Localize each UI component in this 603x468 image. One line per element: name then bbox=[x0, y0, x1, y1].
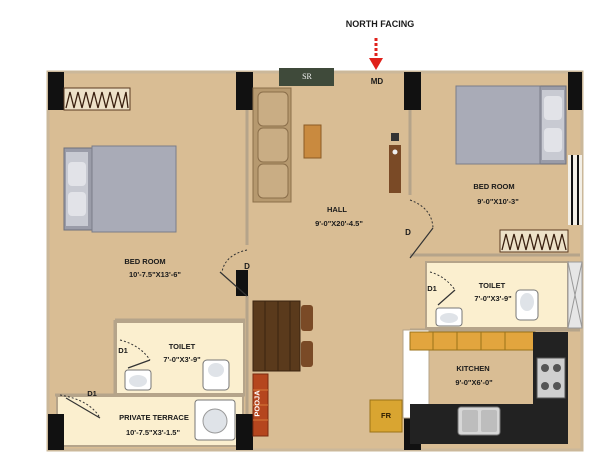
door-swings bbox=[59, 199, 456, 419]
sr-label: SR bbox=[302, 72, 312, 81]
fridge-box bbox=[369, 399, 403, 433]
pooja-unit bbox=[252, 373, 269, 437]
sofa-icon bbox=[252, 87, 292, 203]
hall-name: HALL bbox=[327, 205, 347, 214]
window-right-bedroom bbox=[499, 229, 569, 253]
pooja-label: POOJA bbox=[252, 390, 262, 417]
bed-left-icon bbox=[63, 145, 177, 233]
kitchen-name: KITCHEN bbox=[456, 364, 490, 373]
bed-right-icon bbox=[455, 85, 567, 165]
toilet-left-door-label: D1 bbox=[118, 346, 128, 355]
toilet-left-fixtures bbox=[124, 359, 230, 391]
coffee-table-icon bbox=[303, 124, 322, 159]
washing-machine-icon bbox=[194, 399, 236, 441]
kitchen-counter bbox=[402, 329, 568, 444]
compass-heading: NORTH FACING bbox=[345, 19, 415, 29]
toilet-left-name: TOILET bbox=[168, 342, 196, 351]
vent-window bbox=[567, 261, 583, 329]
kitchen-size: 9'-0"X6'-0" bbox=[455, 378, 493, 387]
hall-left-door-label: D bbox=[244, 262, 250, 271]
terrace-size: 10'-7.5"X3'-1.5" bbox=[125, 428, 181, 437]
toilet-right-name: TOILET bbox=[478, 281, 506, 290]
toilet-right-door-label: D1 bbox=[427, 284, 437, 293]
sr-box bbox=[279, 68, 334, 86]
terrace-name: PRIVATE TERRACE bbox=[119, 413, 189, 422]
fridge-label: FR bbox=[381, 411, 391, 420]
door-leaves bbox=[65, 227, 456, 419]
toilet-left-size: 7'-0"X3'-9" bbox=[163, 355, 201, 364]
toilet-right-size: 7'-0"X3'-9" bbox=[474, 294, 512, 303]
bedroom-left-name: BED ROOM bbox=[124, 257, 166, 266]
tv-unit-icon bbox=[389, 133, 401, 193]
north-arrow-icon bbox=[369, 38, 383, 70]
dining-table-icon bbox=[252, 300, 313, 372]
hall-right-door-label: D bbox=[405, 228, 411, 237]
bedroom-left-size: 10'-7.5"X13'-6" bbox=[129, 270, 181, 279]
slat-window bbox=[568, 155, 582, 225]
bedroom-right-size: 9'-0"X10'-3" bbox=[477, 197, 519, 206]
hall-size: 9'-0"X20'-4.5" bbox=[315, 219, 363, 228]
bedroom-right-name: BED ROOM bbox=[473, 182, 515, 191]
main-door-label: MD bbox=[370, 77, 384, 86]
window-left-bedroom bbox=[63, 87, 131, 111]
terrace-door-label: D1 bbox=[87, 389, 97, 398]
toilet-right-fixtures bbox=[435, 289, 539, 327]
